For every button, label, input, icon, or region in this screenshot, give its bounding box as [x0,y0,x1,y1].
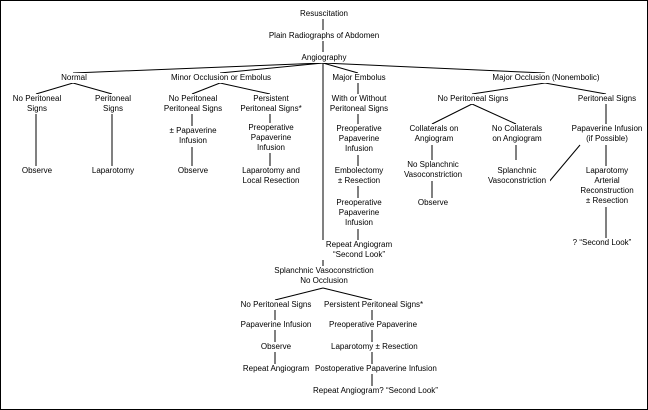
node-normal-no-signs: No Peritoneal Signs [3,94,71,114]
node-occlusion-papaverine: Papaverine Infusion (if Possible) [568,124,646,144]
node-embolus-preop-2: Preoperative Papaverine Infusion [330,198,388,228]
connector [322,287,373,301]
connector [431,103,473,125]
node-normal-observe: Observe [16,166,58,176]
connector [544,82,607,95]
connector [471,82,546,95]
connector [72,82,113,95]
node-minor-laparotomy: Laparotomy and Local Resection [240,166,302,186]
connector [471,103,517,125]
node-normal-signs: Peritoneal Signs [82,94,144,114]
node-embolus-preop-1: Preoperative Papaverine Infusion [330,124,388,154]
node-vaso-postop: Postoperative Papaverine Infusion [314,364,437,374]
node-embolus-embolectomy: Embolectomy ± Resection [332,166,386,186]
node-major-occlusion: Major Occlusion (Nonembolic) [490,73,602,83]
node-minor-persistent: Persistent Peritoneal Signs* [237,94,305,114]
node-occlusion-laparotomy: Laparotomy Arterial Reconstruction ± Res… [576,166,638,206]
node-vaso-papaverine: Papaverine Infusion [238,320,314,330]
node-resuscitation: Resuscitation [290,9,358,19]
node-vaso-preop: Preoperative Papaverine [328,320,418,330]
node-occlusion-observe: Observe [412,198,454,208]
connector [72,62,324,74]
node-normal: Normal [55,73,93,83]
connector [547,144,581,184]
connector [322,62,546,74]
node-vaso-repeat: Repeat Angiogram [241,364,311,374]
node-minor-no-signs: No Peritoneal Peritoneal Signs [155,94,231,114]
node-minor-preop: Preoperative Papaverine Infusion [242,123,300,153]
connector [322,62,359,74]
connector [35,82,74,95]
node-plain-radiographs: Plain Radiographs of Abdomen [256,31,392,41]
connector [274,287,324,301]
node-occlusion-no-collaterals: No Collaterals on Angiogram [486,124,548,144]
node-embolus-repeat: Repeat Angiogram “Second Look” [322,240,396,260]
node-minor-papaverine: ± Papaverine Infusion [162,126,224,146]
node-normal-laparotomy: Laparotomy [84,166,142,176]
connector [219,62,324,74]
node-major-embolus: Major Embolus [330,73,388,83]
connector [191,82,221,95]
node-vaso-laparotomy: Laparotomy ± Resection [330,342,418,352]
node-embolus-with-without: With or Without Peritoneal Signs [326,94,392,114]
node-angiography: Angiography [292,53,356,63]
node-occlusion-no-vaso: No Splanchnic Vasoconstriction [398,160,468,180]
node-occlusion-no-signs: No Peritoneal Signs [434,94,512,104]
node-occlusion-second-look: ? “Second Look” [570,238,634,248]
connector [219,82,271,95]
node-vaso-persistent: Persistent Peritoneal Signs* [323,300,424,310]
node-vasoconstriction: Splanchnic Vasoconstriction No Occlusion [266,266,382,286]
node-minor-observe: Observe [172,166,214,176]
node-occlusion-signs: Peritoneal Signs [574,94,640,104]
node-vaso-no-signs: No Peritoneal Signs [236,300,316,310]
node-vaso-repeat-second: Repeat Angiogram? “Second Look” [312,386,438,396]
node-vaso-observe: Observe [255,342,297,352]
node-occlusion-splanchnic: Splanchnic Vasoconstriction [484,166,550,186]
node-minor-occlusion: Minor Occlusion or Embolus [170,73,272,83]
node-occlusion-collaterals: Collaterals on Angiogram [406,124,462,144]
